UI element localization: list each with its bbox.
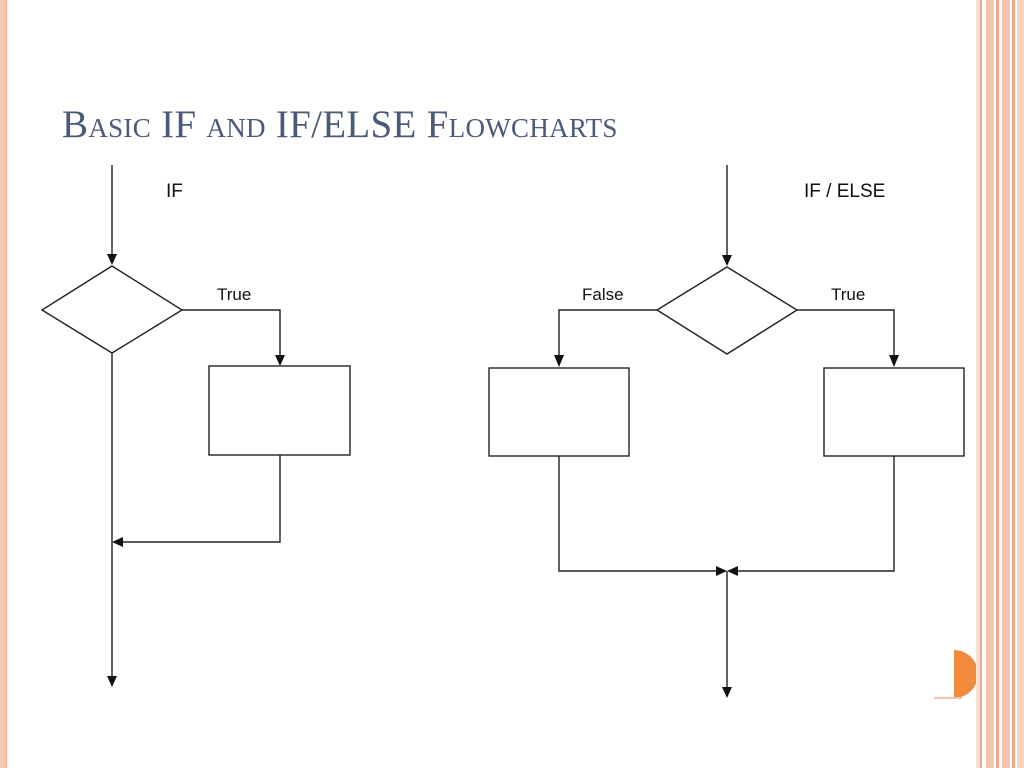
ifelse-heading: IF / ELSE [804, 181, 885, 202]
if-exit-arrowhead [107, 676, 117, 687]
ifelse-true-merge-arrowhead [727, 566, 738, 576]
if-flowchart: IF True [40, 165, 351, 687]
if-process-box [208, 365, 351, 456]
ifelse-true-process-box [823, 367, 965, 457]
if-true-branch-line [182, 309, 281, 357]
ifelse-flowchart: IF / ELSE False True [488, 165, 965, 698]
if-true-label: True [217, 285, 251, 304]
ifelse-false-merge-arrowhead [716, 566, 727, 576]
ifelse-true-branch-line [797, 309, 895, 357]
orange-circle-decoration [934, 650, 976, 699]
ifelse-entry-arrowhead [722, 255, 732, 266]
if-decision-diamond [40, 265, 184, 354]
ifelse-false-merge-line [558, 456, 717, 572]
ifelse-false-branch-line [558, 309, 657, 357]
ifelse-false-process-box [488, 367, 630, 457]
ifelse-true-merge-line [737, 456, 895, 572]
ifelse-exit-arrowhead [722, 687, 732, 698]
ifelse-false-label: False [582, 285, 624, 304]
if-entry-arrowhead [107, 254, 117, 265]
if-merge-arrowhead [112, 537, 123, 547]
right-border-decoration [976, 0, 1024, 768]
if-true-arrowhead [275, 355, 285, 366]
ifelse-true-arrowhead [889, 355, 899, 367]
if-merge-line [122, 455, 281, 543]
if-heading: IF [166, 181, 183, 202]
slide-title: Basic IF and IF/ELSE Flowcharts [62, 103, 618, 146]
left-border-decoration [0, 0, 7, 768]
ifelse-decision-diamond [655, 266, 799, 355]
ifelse-true-label: True [831, 285, 865, 304]
ifelse-false-arrowhead [554, 355, 564, 367]
